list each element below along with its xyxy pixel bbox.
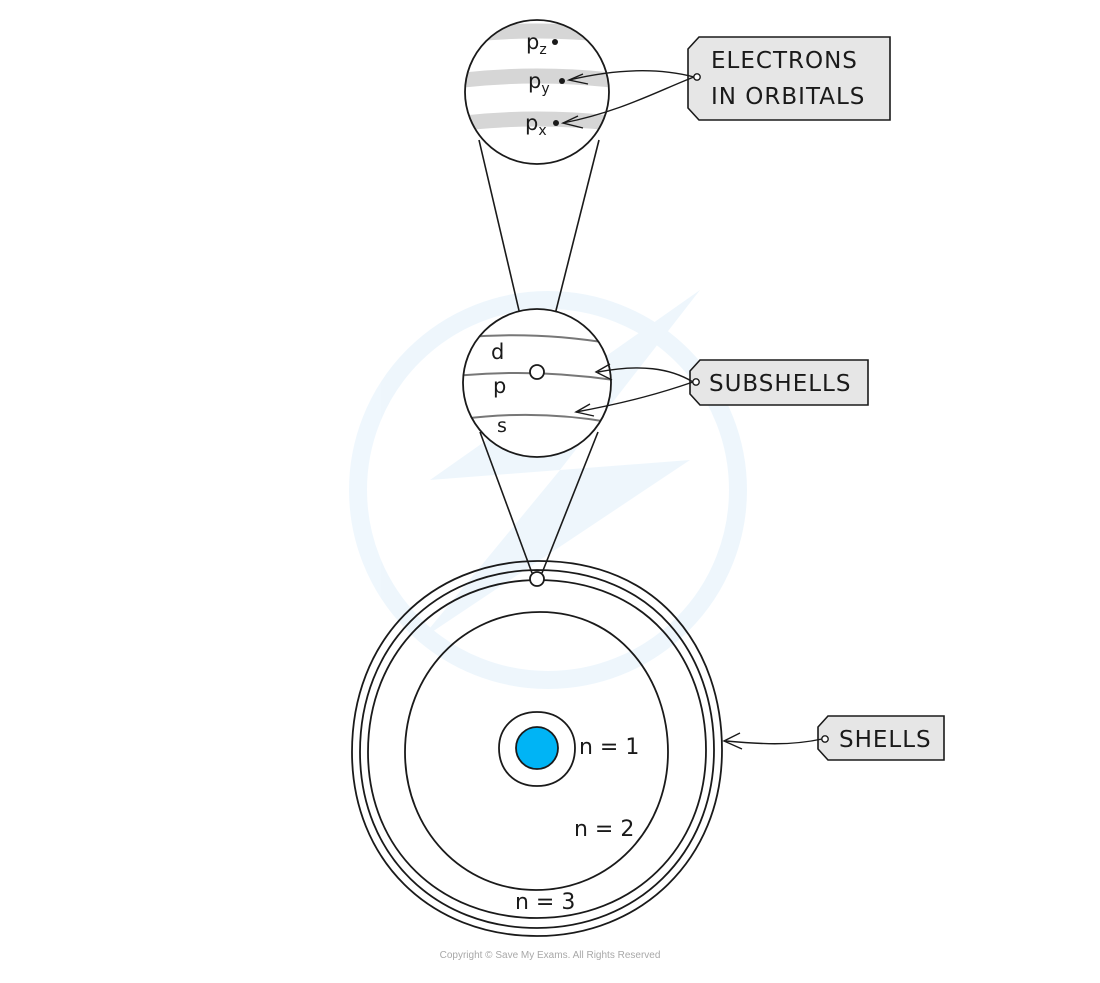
subshells-tag: SUBSHELLS — [689, 359, 869, 406]
electron-dot-py — [559, 78, 565, 84]
tag-label-in-orbitals: IN ORBITALS — [711, 84, 865, 110]
electron-dot-px — [553, 120, 559, 126]
watermark-logo — [349, 290, 747, 689]
shell-n3-outer-ring — [351, 560, 723, 937]
arrow-to-shells — [722, 732, 823, 750]
arrow-to-orbitals — [560, 69, 695, 129]
subshell-label-s: s — [497, 415, 507, 437]
shells-atom — [351, 560, 723, 937]
tag-label-shells: SHELLS — [839, 727, 932, 753]
orbital-label-py: py — [528, 69, 550, 97]
shell-label-n2: n = 2 — [574, 817, 634, 842]
shell-label-n1: n = 1 — [579, 735, 639, 760]
subshell-label-d: d — [491, 340, 504, 364]
shell-label-n3: n = 3 — [515, 890, 575, 915]
shell-n3-middle-ring — [359, 569, 715, 929]
magnify-point-lower — [529, 571, 545, 587]
orbital-label-pz: pz — [526, 30, 547, 58]
subshell-label-p: p — [493, 374, 506, 398]
shell-n2-ring — [404, 611, 669, 891]
shell-n3-inner-ring — [367, 579, 707, 919]
magnify-point-upper — [529, 364, 545, 380]
tag-label-subshells: SUBSHELLS — [709, 371, 851, 397]
subshells-magnified-view: d p s — [462, 308, 612, 458]
magnifier-cone-lower — [479, 431, 599, 574]
shell-n1-ring — [498, 711, 576, 787]
nucleus — [515, 726, 559, 770]
electron-dot-pz — [552, 39, 558, 45]
orbital-label-px: px — [525, 111, 547, 139]
electrons-in-orbitals-tag: ELECTRONS IN ORBITALS — [687, 36, 891, 121]
arrow-to-subshells — [574, 363, 694, 417]
shells-tag: SHELLS — [817, 715, 945, 761]
copyright-notice: Copyright © Save My Exams. All Rights Re… — [439, 950, 661, 961]
tag-label-electrons: ELECTRONS — [711, 48, 858, 74]
